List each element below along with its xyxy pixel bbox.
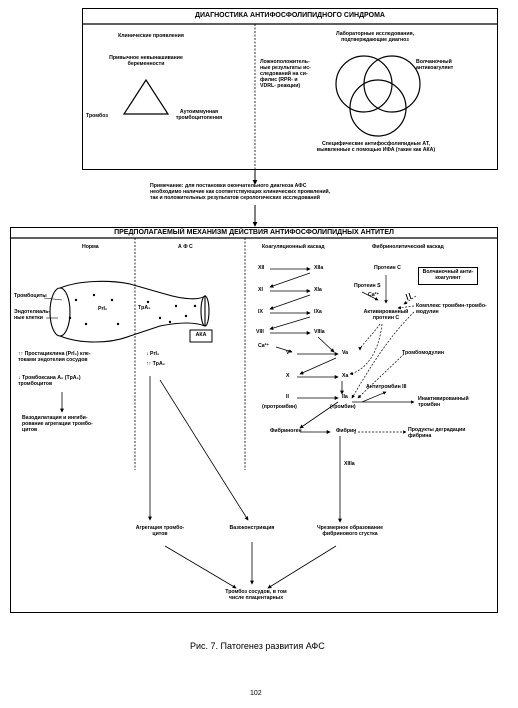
aka-box bbox=[189, 329, 213, 343]
factor-x: X bbox=[286, 373, 290, 379]
factor-ix: IX bbox=[258, 309, 263, 315]
protein-s-label: Протеин S bbox=[354, 283, 381, 289]
diagnostics-panel bbox=[82, 8, 498, 170]
col-norm-heading: Норма bbox=[82, 244, 99, 250]
fibrinogen-label: Фибриноген bbox=[270, 428, 302, 434]
norm-result: Вазодилатация и ингиби- рование агрегаци… bbox=[22, 415, 93, 433]
outcome-aggregation: Агрегация тромбо- цитов bbox=[135, 525, 185, 537]
fibrin-degradation-label: Продукты деградации фибрина bbox=[408, 427, 466, 439]
outcome-vasoconstriction: Вазоконстрикция bbox=[229, 525, 275, 531]
factor-xa: Xa bbox=[342, 373, 349, 379]
col-fibr-heading: Фибринолитический каскад bbox=[372, 244, 444, 250]
norm-thromboxane: ↓ Тромбоксана A₂ (TpA₂) тромбоцитов bbox=[18, 375, 81, 387]
factor-ixa: IXa bbox=[314, 309, 322, 315]
complex-label: Комплекс тромбин-тромбо- модулин bbox=[416, 303, 487, 315]
activated-protein-c-label: Активированный протеин C bbox=[363, 309, 409, 321]
pgi2-vessel-label: PrI₂ bbox=[98, 306, 108, 312]
txa2-vessel-label: TpA₂ bbox=[138, 305, 151, 311]
factor-xiiia: XIIIa bbox=[344, 461, 355, 467]
blood-vessel bbox=[49, 280, 210, 343]
factor-xi: XI bbox=[258, 287, 263, 293]
mechanism-panel bbox=[10, 227, 498, 613]
factor-v: V bbox=[286, 350, 290, 356]
factor-ii: II bbox=[286, 394, 289, 400]
lab-right-label: Волчаночный антикоагулянт bbox=[416, 59, 454, 71]
outcome-fibrin-clot: Чрезмерное образование фибринового сгуст… bbox=[317, 525, 383, 537]
lab-venn-diagram bbox=[335, 55, 421, 137]
calcium-fibr: Ca²⁺ bbox=[368, 292, 380, 298]
factor-viii: VIII bbox=[256, 329, 264, 335]
factor-xii: XII bbox=[258, 265, 265, 271]
platelet-dots bbox=[68, 293, 197, 326]
outcome-final-thrombosis: Тромбоз сосудов, в том числе плацентарны… bbox=[225, 589, 287, 601]
endothelium-label: Эндотелиаль- ные клетки bbox=[14, 309, 51, 321]
diagnostics-title: ДИАГНОСТИКА АНТИФОСФОЛИПИДНОГО СИНДРОМА bbox=[195, 12, 385, 19]
clinical-left-label: Тромбоз bbox=[86, 113, 108, 119]
calcium-coag: Ca²⁺ bbox=[258, 343, 270, 349]
col-coag-heading: Коагуляционный каскад bbox=[262, 244, 325, 250]
lupus-anticoagulant-label: Волчаночный анти- коагулянт bbox=[422, 269, 474, 281]
clinical-heading: Клинические проявления bbox=[118, 33, 184, 39]
fibrin-label: Фибрин bbox=[336, 428, 357, 434]
lab-heading: Лабораторные исследования, подтверждающи… bbox=[335, 31, 415, 43]
prothrombin-label: (протромбин) bbox=[262, 404, 297, 410]
clinical-apex-label: Привычное невынашивание беременности bbox=[109, 55, 183, 67]
factor-va: Va bbox=[342, 350, 349, 356]
factor-xiia: XIIa bbox=[314, 265, 324, 271]
page-number: 102 bbox=[250, 690, 262, 697]
norm-prostacyclin: ↑↑ Простациклина (PrI₂) кле- токами эндо… bbox=[18, 351, 91, 363]
diagnosis-note: Примечание: для постановки окончательног… bbox=[150, 183, 331, 201]
afs-pgi2: ↓ PrI₂ bbox=[146, 351, 160, 357]
inactivated-thrombin-label: Инактивированный тромбин bbox=[418, 396, 469, 408]
platelets-label: Тромбоциты bbox=[14, 293, 47, 299]
mechanism-title: ПРЕДПОЛАГАЕМЫЙ МЕХАНИЗМ ДЕЙСТВИЯ АНТИФОС… bbox=[114, 229, 394, 236]
protein-c-label: Протеин C bbox=[374, 265, 401, 271]
lab-bottom-label: Специфические антифосфолипидные АТ, выяв… bbox=[316, 141, 436, 153]
factor-xia: XIa bbox=[314, 287, 322, 293]
factor-iia: IIa bbox=[342, 394, 348, 400]
lab-left-label: Ложноположитель- ные результаты ис- след… bbox=[260, 59, 311, 89]
clinical-right-label: Аутоиммунная тромбоцитопения bbox=[175, 109, 223, 121]
clinical-triangle bbox=[122, 78, 170, 115]
aka-label: АКА bbox=[195, 332, 207, 338]
thrombomodulin-label: Тромбомодулин bbox=[402, 350, 444, 356]
factor-viiia: VIIIa bbox=[314, 329, 325, 335]
lupus-anticoagulant-box bbox=[418, 267, 478, 285]
figure-caption: Рис. 7. Патогенез развития АФС bbox=[190, 641, 325, 651]
afs-txa2: ↑↑ TpA₂ bbox=[146, 361, 166, 367]
col-afs-heading: А Ф С bbox=[178, 244, 193, 250]
thrombin-label: (тромбин) bbox=[330, 404, 356, 410]
antithrombin-label: Антитромбин III bbox=[366, 384, 407, 390]
